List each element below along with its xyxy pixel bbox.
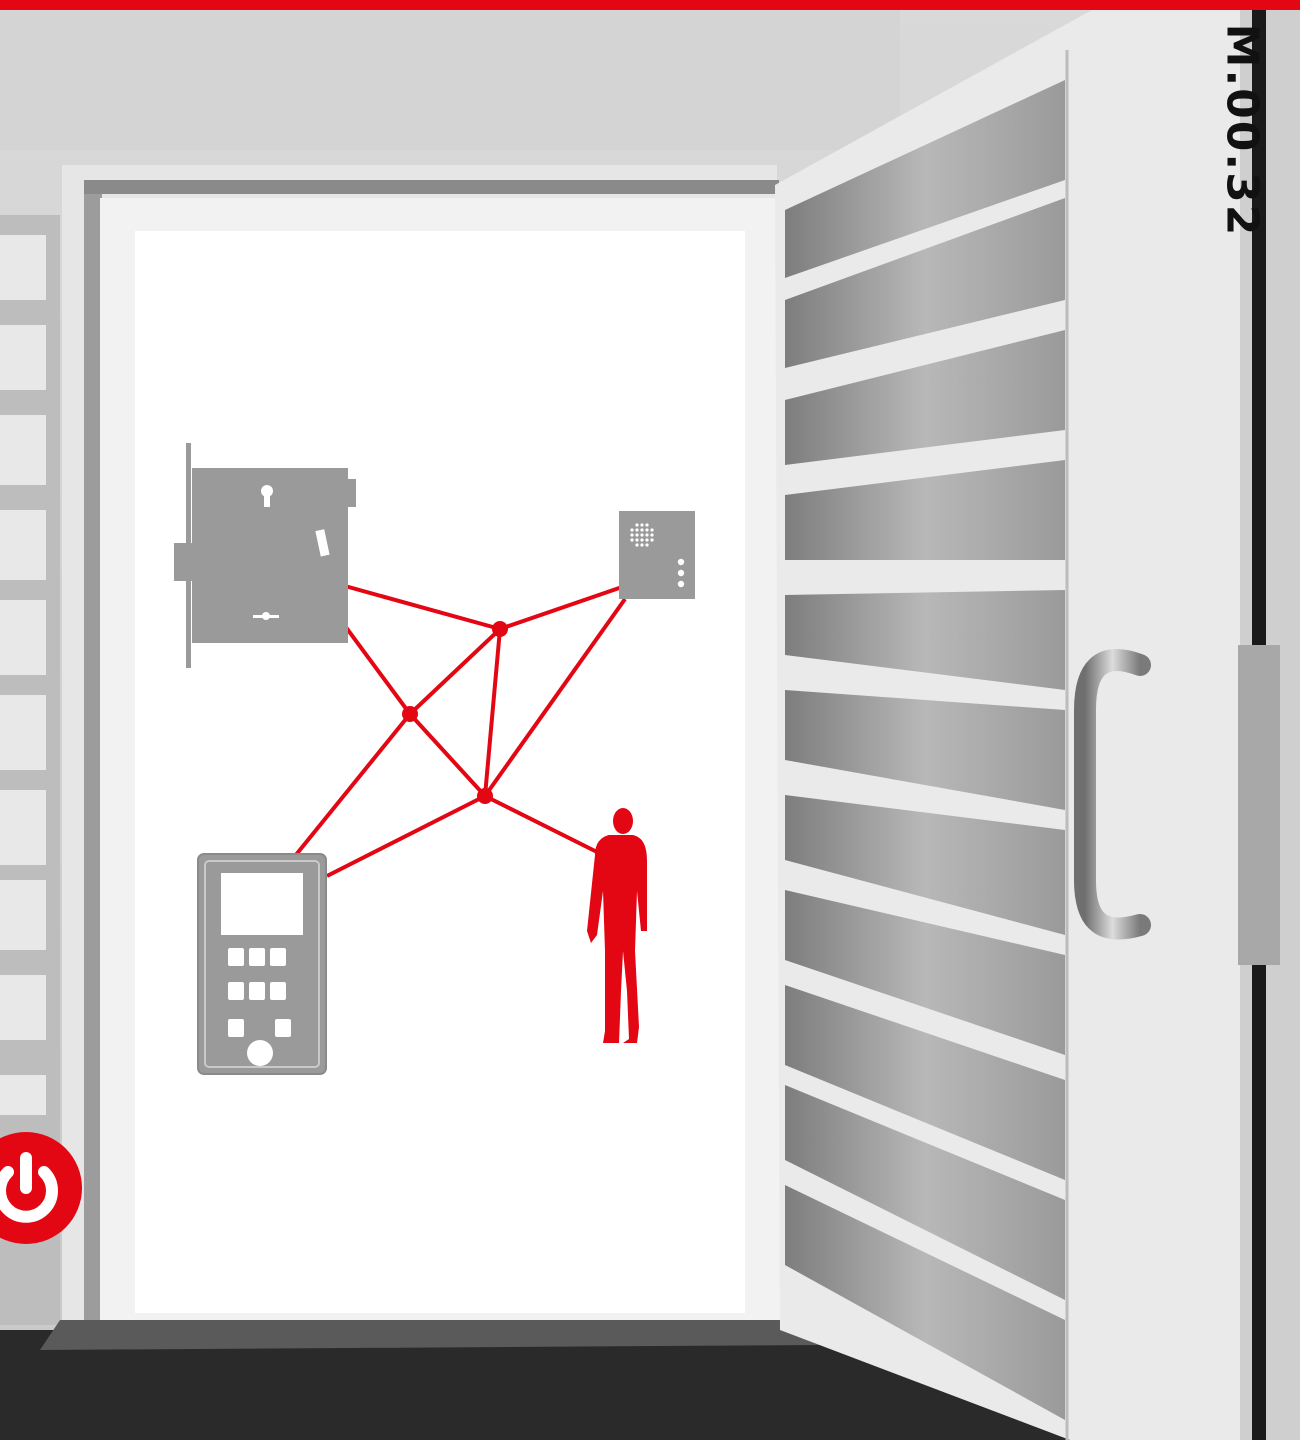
intercom-panel-icon [619, 511, 695, 599]
access-network-diagram [135, 231, 745, 1313]
keypad-terminal-icon [198, 854, 326, 1074]
person-silhouette-icon [587, 808, 647, 1043]
power-button-logo[interactable] [0, 1132, 82, 1244]
illustration-panel [135, 231, 745, 1313]
mortise-lock-icon [174, 443, 356, 668]
door-number-label: M.00.32 [1216, 24, 1267, 238]
